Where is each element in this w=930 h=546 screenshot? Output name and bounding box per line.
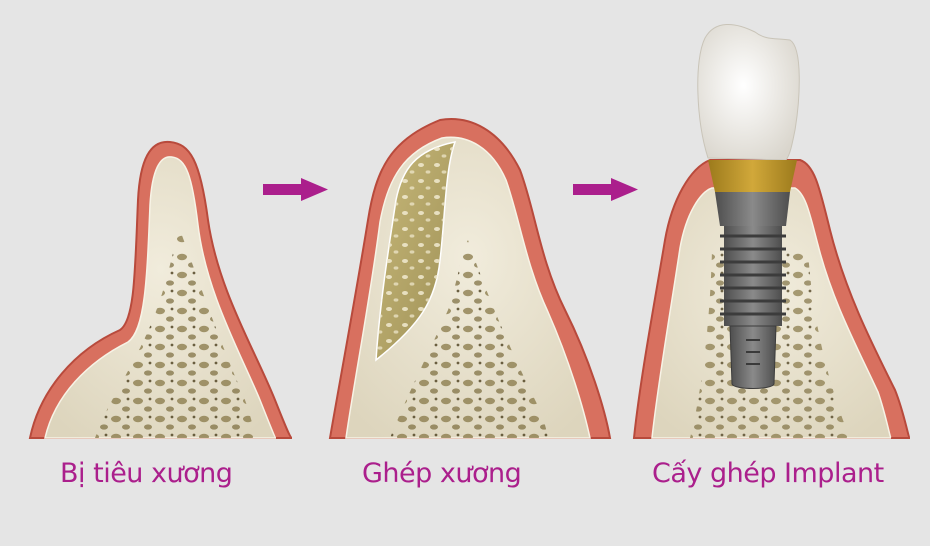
arrow-right-icon — [573, 178, 638, 201]
bone-graft-illustration — [328, 118, 612, 439]
step-1-caption: Bị tiêu xương — [60, 458, 233, 489]
resorbed-bone-illustration — [28, 140, 293, 439]
crown-icon — [697, 24, 800, 161]
arrow-right-icon — [263, 178, 328, 201]
dental-implant-illustration — [632, 24, 911, 439]
implant-screw-icon — [720, 226, 786, 389]
step-2-caption: Ghép xương — [362, 458, 522, 489]
step-3-caption: Cấy ghép Implant — [652, 458, 884, 489]
